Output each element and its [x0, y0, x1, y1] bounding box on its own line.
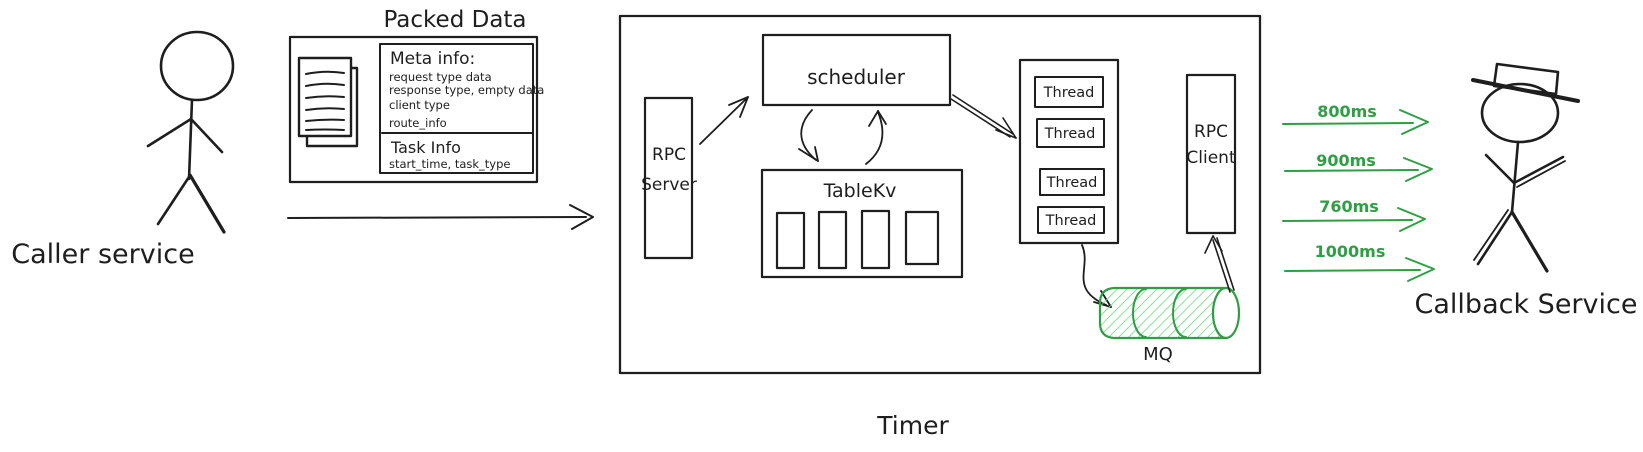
stacked-pages-icon [297, 56, 359, 148]
meta-line: request type data [389, 70, 492, 84]
thread-pool-box [1018, 58, 1120, 245]
meta-line: client type [389, 98, 450, 112]
task-info-line: start_time, task_type [389, 157, 510, 171]
arrow-mq-to-rpcclient [1204, 235, 1235, 293]
thread-box [1039, 168, 1105, 196]
hat-brim-icon [1471, 78, 1580, 103]
scheduler-box [761, 33, 952, 107]
latency-arrow [1282, 109, 1429, 135]
rpc-client-box [1185, 73, 1237, 235]
thread-label: Thread [1043, 85, 1095, 101]
rpc-server-box [643, 96, 694, 260]
latency-arrow [1282, 207, 1426, 232]
tablekv-slot [904, 210, 940, 266]
latency-label: 760ms [1319, 197, 1379, 216]
meta-title: Meta info: [390, 49, 475, 69]
thread-box [1037, 206, 1105, 234]
arrow-scheduler-to-threads [950, 94, 1017, 139]
caller-stick-figure-icon [146, 30, 235, 234]
rpc-client-label: Client [1186, 148, 1236, 168]
timer-box [618, 14, 1262, 375]
latency-label: 800ms [1317, 102, 1377, 121]
arrow-tablekv-to-scheduler [865, 110, 887, 165]
task-info-title: Task Info [390, 138, 461, 157]
latency-label: 1000ms [1315, 242, 1386, 261]
mq-cylinder-icon [1098, 286, 1241, 340]
caller-to-timer-arrow [287, 204, 594, 230]
caller-label: Caller service [11, 239, 194, 270]
thread-label: Thread [1044, 126, 1096, 142]
thread-label: Thread [1046, 175, 1098, 191]
tablekv-slots [775, 209, 940, 270]
latency-arrow [1284, 157, 1433, 182]
thread-box [1036, 118, 1105, 148]
meta-line: response type, empty data [389, 83, 544, 97]
tablekv-box [760, 168, 964, 279]
callback-label: Callback Service [1415, 289, 1638, 320]
rpc-client-label: RPC [1194, 122, 1228, 142]
packed-data-title: Packed Data [383, 7, 526, 33]
latency-label: 900ms [1316, 151, 1376, 170]
latency-arrow [1284, 257, 1435, 282]
scheduler-label: scheduler [807, 65, 906, 89]
arrow-scheduler-to-tablekv [798, 109, 819, 162]
arrow-rpcserver-to-scheduler [699, 96, 749, 145]
rpc-server-label: Server [641, 175, 697, 195]
tablekv-slot [775, 211, 806, 270]
mq-label: MQ [1143, 344, 1173, 365]
meta-info-panel [379, 43, 534, 174]
timer-label: Timer [876, 411, 949, 440]
meta-line: route_info [389, 116, 447, 130]
tablekv-slot [860, 209, 891, 270]
callback-stick-figure-icon [1471, 62, 1580, 273]
rpc-server-label: RPC [652, 145, 686, 165]
thread-box [1034, 76, 1104, 108]
thread-label: Thread [1045, 213, 1097, 229]
tablekv-label: TableKv [823, 180, 897, 202]
tablekv-slot [817, 210, 848, 270]
